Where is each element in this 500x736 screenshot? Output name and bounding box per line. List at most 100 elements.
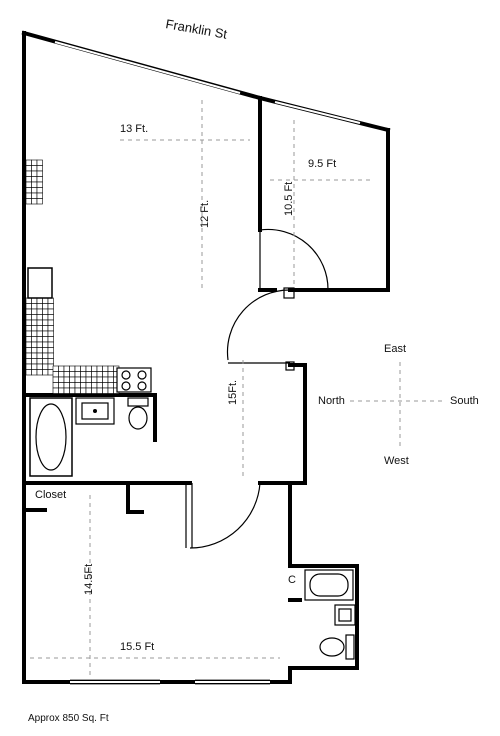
counter-tile [36, 187, 43, 194]
counter-tile [47, 341, 54, 348]
main-room-width-label: 13 Ft. [120, 123, 148, 135]
counter-tile [42, 325, 49, 332]
area-note: Approx 850 Sq. Ft [28, 713, 109, 724]
counter-tile [91, 365, 98, 372]
counter-tile [69, 382, 76, 389]
counter-tile [36, 319, 43, 326]
counter-tile [58, 382, 65, 389]
counter-tile [31, 352, 38, 359]
counter-tile [80, 382, 87, 389]
counter-tile [102, 365, 109, 372]
counter-tile [36, 159, 43, 166]
counter-tile [91, 376, 98, 383]
counter-tile [31, 159, 38, 166]
counter-tile [31, 198, 38, 205]
counter-tile [42, 303, 49, 310]
counter-tile [31, 297, 38, 304]
counter-tile [36, 341, 43, 348]
counter-tile [42, 358, 49, 365]
counter-tile [25, 347, 32, 354]
counter-tile [31, 187, 38, 194]
counter-tile [80, 387, 87, 394]
counter-tile [85, 382, 92, 389]
counter-tile [47, 319, 54, 326]
counter-tile [52, 376, 59, 383]
counter-tile [107, 365, 114, 372]
counter-tile [36, 165, 43, 172]
counter-tile [80, 365, 87, 372]
counter-tile [47, 308, 54, 315]
counter-tile [42, 330, 49, 337]
counter-tile [36, 192, 43, 199]
counter-tile [107, 371, 114, 378]
sink-2 [334, 604, 356, 626]
doors [185, 228, 329, 549]
counter-tile [25, 297, 32, 304]
counter-tile [63, 371, 70, 378]
counter-tile [36, 198, 43, 205]
counter-tile [58, 376, 65, 383]
dimension-lines [30, 100, 372, 675]
counter-tile [36, 176, 43, 183]
counter-tile [42, 363, 49, 370]
counter-tile [31, 303, 38, 310]
counter-tile [47, 336, 54, 343]
counter-tile [80, 371, 87, 378]
counter-tile [58, 387, 65, 394]
counter-tile [96, 365, 103, 372]
counter-tile [47, 314, 54, 321]
closet-label: Closet [35, 489, 66, 501]
counter-tile [47, 330, 54, 337]
counter-tile [31, 341, 38, 348]
counter-tile [69, 376, 76, 383]
counter-tile [36, 297, 43, 304]
counter-tile [36, 330, 43, 337]
bedroom2-length-label: 14.5Ft [83, 564, 95, 595]
hall-length-label: 15Ft. [227, 380, 239, 405]
counter-tile [25, 369, 32, 376]
counter-tile [63, 376, 70, 383]
counter-tile [31, 369, 38, 376]
counter-tile [74, 371, 81, 378]
counter-tile [25, 159, 32, 166]
counter-tile [31, 181, 38, 188]
counter-tile [31, 319, 38, 326]
counter-tile [25, 181, 32, 188]
counter-tile [25, 325, 32, 332]
counter-tile [31, 176, 38, 183]
counter-tile [42, 314, 49, 321]
counter-tile [36, 181, 43, 188]
counter-tile [25, 341, 32, 348]
counter-tile [42, 336, 49, 343]
bathtub [29, 397, 73, 477]
bedroom1-width-label: 9.5 Ft [308, 158, 336, 170]
counter-tile [31, 330, 38, 337]
counter-tile [25, 170, 32, 177]
counter-tile [63, 382, 70, 389]
counter-tile [36, 347, 43, 354]
interior-walls [22, 96, 390, 602]
counter-tile [25, 352, 32, 359]
counter-tile [102, 382, 109, 389]
counter-tile [85, 365, 92, 372]
counter-tile [63, 387, 70, 394]
counter-tile [91, 387, 98, 394]
bedroom1-length-label: 10.5 Ft [283, 182, 295, 216]
counter-tile [47, 325, 54, 332]
counter-tile [31, 336, 38, 343]
counter-tile [25, 176, 32, 183]
counter-tile [107, 376, 114, 383]
counter-tile [36, 369, 43, 376]
counter-tile [74, 382, 81, 389]
compass-south: South [450, 395, 479, 407]
counter-tile [74, 376, 81, 383]
counter-tile [25, 198, 32, 205]
counter-tile [47, 347, 54, 354]
counter-tile [36, 170, 43, 177]
counter-tile [25, 358, 32, 365]
counter-tile [74, 387, 81, 394]
counter-tile [25, 187, 32, 194]
counter-tile [102, 371, 109, 378]
counter-tile [58, 371, 65, 378]
